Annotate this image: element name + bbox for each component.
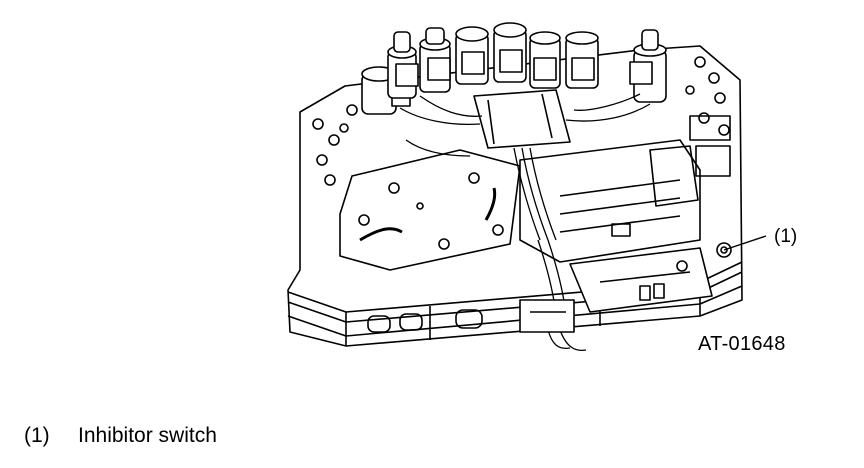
solenoids [361,22,667,115]
callout-label: (1) [774,226,798,247]
solenoid-8 [629,29,667,103]
callout-leader [723,235,767,251]
separator-plate [339,149,521,271]
solenoid-3 [419,27,451,93]
plate-holes [312,56,730,186]
legend-item: (1) Inhibitor switch [24,424,217,448]
solenoid-4 [455,26,489,85]
figure-id: AT-01648 [698,333,786,355]
legend-label: Inhibitor switch [78,424,217,447]
harness-connector [473,89,571,149]
solenoid-7 [565,31,599,89]
switch-mount-bolt [716,242,732,258]
separator-plate-bolts [358,172,504,250]
terminal-connector [519,299,575,333]
solenoid-5 [493,22,527,83]
valve-body-illustration [287,22,767,352]
inhibitor-switch [569,247,713,313]
solenoid-2 [387,31,419,99]
solenoid-6 [529,31,561,89]
valve-housing [519,139,701,263]
legend-number: (1) [24,424,50,447]
